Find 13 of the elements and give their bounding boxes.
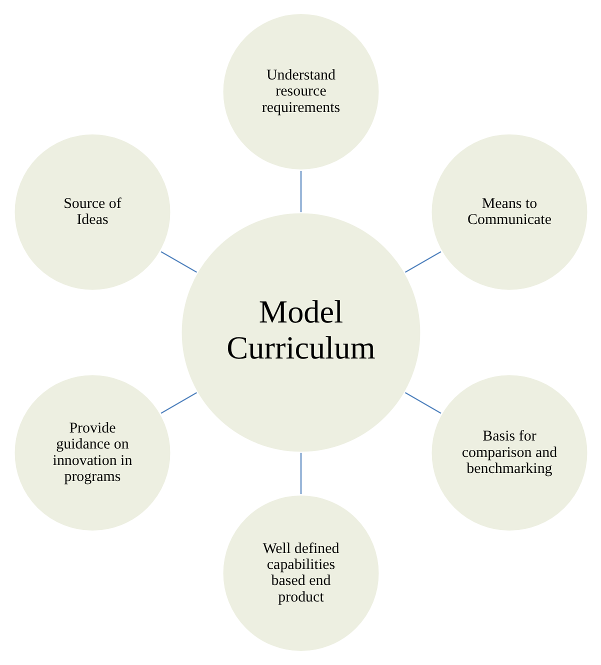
connector [404, 392, 441, 414]
node-circle: Model Curriculum [178, 210, 422, 454]
node-circle: Means to Communicate [428, 132, 590, 292]
node-circle: Well defined capabilities based end product [220, 493, 381, 654]
node-circle: Provide guidance on innovation in programs [12, 372, 172, 533]
connector [160, 251, 197, 273]
node-circle: Understand resource requirements [220, 12, 381, 172]
node-circle: Source of Ideas [12, 132, 172, 292]
connector [160, 392, 197, 414]
connector [300, 170, 302, 212]
node-circle: Basis for comparison and benchmarking [428, 372, 590, 533]
connector [300, 452, 302, 494]
connector [404, 251, 441, 273]
